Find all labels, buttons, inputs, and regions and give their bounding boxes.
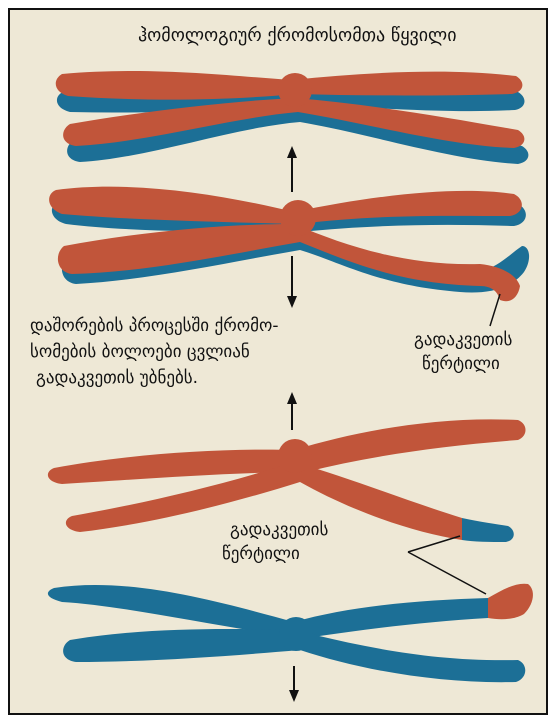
crossover-label-2-line-1: გადაკვეთის xyxy=(230,518,328,542)
stage3-centromere xyxy=(278,439,312,473)
diagram-frame: ჰომოლოგიურ ქრომოსომთა წყვილი დაშორების პ… xyxy=(8,8,548,715)
crossover-label-1-line-2: წერტილი xyxy=(422,352,500,376)
stage-4-blue-chromosome xyxy=(48,584,533,683)
arrow-down-2 xyxy=(289,666,299,702)
crossover-leader-line-1 xyxy=(490,294,500,326)
crossover-label-2-line-2: წერტილი xyxy=(222,542,300,566)
stage4-centromere xyxy=(279,617,313,651)
diagram-title: ჰომოლოგიურ ქრომოსომთა წყვილი xyxy=(138,24,457,48)
stage1-centromere xyxy=(278,73,312,107)
stage4-red-tip xyxy=(488,584,533,620)
separation-note-line-3: გადაკვეთის უბნებს. xyxy=(36,366,198,390)
stage2-centromere xyxy=(280,200,316,236)
stage-2-crossing-over xyxy=(49,187,529,302)
separation-note-line-1: დაშორების პროცესში ქრომო- xyxy=(30,314,279,338)
arrow-up-2 xyxy=(287,392,297,430)
separation-note-line-2: სომების ბოლოები ცვლიან xyxy=(30,340,250,364)
arrow-up-1 xyxy=(287,146,297,192)
arrow-down-1 xyxy=(287,256,297,308)
crossover-leader-lines-2 xyxy=(408,536,486,594)
stage3-blue-tip xyxy=(462,518,514,542)
crossover-label-1-line-1: გადაკვეთის xyxy=(414,328,512,352)
